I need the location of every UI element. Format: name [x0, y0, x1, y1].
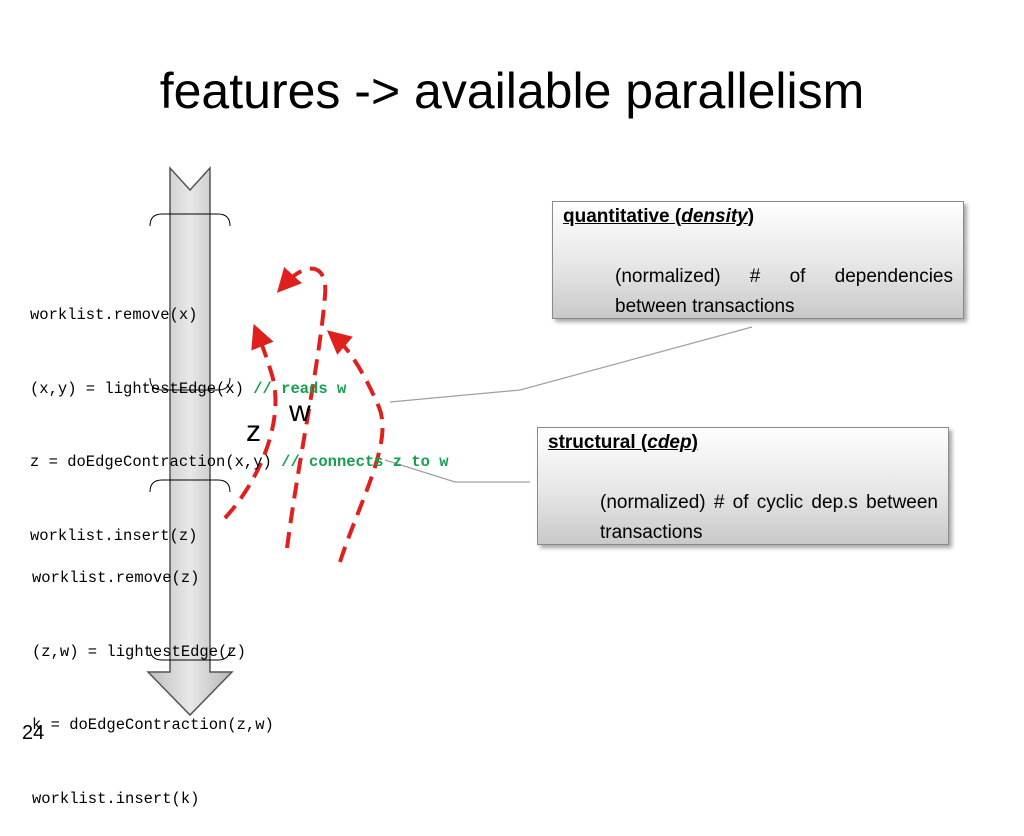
- label-z: z: [246, 415, 261, 448]
- code-line: worklist.insert(k): [32, 789, 200, 808]
- code-line: worklist.remove(z): [32, 569, 200, 587]
- structural-description: (normalized) # of cyclic dep.s between t…: [600, 492, 938, 543]
- connector-line-structural: [384, 459, 530, 483]
- heading-text: ): [747, 206, 755, 227]
- connector-line-quantitative: [389, 326, 753, 403]
- code-line: worklist.remove(x): [30, 303, 449, 328]
- diagram-canvas: [146, 166, 753, 717]
- heading-text: structural (: [548, 432, 648, 453]
- transaction-bracket-1-top: [149, 213, 231, 227]
- code-line: z = doEdgeContraction(x,y) // connects z…: [30, 450, 449, 475]
- code-line: k = doEdgeContraction(z,w): [32, 716, 274, 734]
- heading-emphasis: density: [681, 206, 748, 227]
- code-comment: // connects z to w: [281, 453, 449, 471]
- code-line: worklist.insert(z): [30, 524, 449, 549]
- dependency-arrow-reads-w: [276, 266, 328, 549]
- code-text: worklist.remove(x): [30, 306, 198, 324]
- quantitative-box: quantitative (density) (normalized) # of…: [552, 201, 964, 319]
- transaction-bracket-2-top: [149, 479, 231, 493]
- label-w: w: [289, 395, 311, 428]
- heading-text: quantitative (: [563, 206, 682, 227]
- quantitative-description: (normalized) # of dependencies between t…: [615, 266, 953, 317]
- code-line: (x,y) = lightestEdge(x) // reads w: [30, 377, 449, 402]
- code-text: worklist.insert(z): [30, 526, 198, 545]
- code-block-transaction-2: worklist.remove(z) (z,w) = lightestEdge(…: [32, 517, 274, 836]
- code-comment: // reads w: [253, 379, 347, 398]
- structural-heading: structural (cdep): [548, 432, 698, 454]
- code-text: z = doEdgeContraction(x,y): [30, 453, 282, 471]
- code-block-transaction-1: worklist.remove(x) (x,y) = lightestEdge(…: [30, 254, 449, 573]
- slide-title: features -> available parallelism: [159, 63, 865, 119]
- page-number: 24: [22, 722, 45, 744]
- dependency-arrow-connects-w: [326, 330, 385, 563]
- quantitative-heading: quantitative (density): [563, 206, 754, 228]
- heading-emphasis: cdep: [647, 432, 692, 453]
- transaction-bracket-1-bottom: [149, 377, 231, 391]
- code-text: (x,y) = lightestEdge(x): [30, 379, 254, 398]
- time-arrow: [146, 166, 234, 717]
- transaction-bracket-2-bottom: [149, 647, 231, 661]
- heading-text: ): [691, 432, 698, 453]
- structural-box: structural (cdep) (normalized) # of cycl…: [537, 427, 949, 545]
- code-line: (z,w) = lightestEdge(z): [32, 642, 246, 661]
- dependency-arrow-connects-z: [223, 323, 278, 520]
